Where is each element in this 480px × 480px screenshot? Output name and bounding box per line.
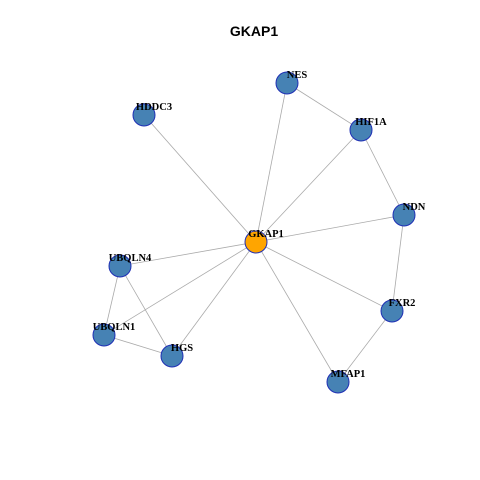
edge-nes-hif1a — [286, 82, 362, 131]
edge-gkap1-mfap1 — [255, 241, 339, 383]
node-hgs — [160, 344, 184, 368]
node-ubqln1 — [92, 323, 116, 347]
node-hddc3 — [132, 103, 156, 127]
edge-gkap1-hif1a — [255, 129, 362, 243]
node-label-ubqln1: UBQLN1 — [93, 322, 136, 333]
node-label-fxr2: FXR2 — [389, 298, 416, 309]
edge-fxr2-mfap1 — [337, 310, 393, 383]
node-gkap1 — [244, 230, 268, 254]
node-label-hgs: HGS — [171, 343, 193, 354]
edge-gkap1-hddc3 — [143, 114, 257, 243]
edge-gkap1-hgs — [171, 241, 257, 357]
node-fxr2 — [380, 299, 404, 323]
node-hif1a — [349, 118, 373, 142]
node-label-mfap1: MFAP1 — [331, 369, 366, 380]
node-nes — [275, 71, 299, 95]
node-label-hddc3: HDDC3 — [136, 102, 172, 113]
edge-ubqln1-hgs — [103, 334, 173, 357]
edge-ubqln4-ubqln1 — [103, 265, 121, 336]
node-label-ubqln4: UBQLN4 — [109, 253, 152, 264]
node-mfap1 — [326, 370, 350, 394]
edge-ubqln4-hgs — [119, 265, 173, 357]
node-label-ndn: NDN — [403, 202, 426, 213]
edge-ndn-fxr2 — [391, 214, 405, 312]
edge-gkap1-nes — [255, 82, 288, 243]
edge-gkap1-ubqln4 — [119, 241, 257, 267]
edge-gkap1-fxr2 — [255, 241, 393, 312]
edge-gkap1-ndn — [255, 214, 405, 243]
node-ndn — [392, 203, 416, 227]
node-label-gkap1: GKAP1 — [248, 229, 284, 240]
nodes-layer — [92, 71, 416, 394]
graph-title: GKAP1 — [230, 23, 278, 39]
edge-hif1a-ndn — [360, 129, 405, 216]
node-label-hif1a: HIF1A — [355, 117, 387, 128]
edges-layer — [103, 82, 405, 383]
node-label-nes: NES — [287, 70, 308, 81]
edge-gkap1-ubqln1 — [103, 241, 257, 336]
node-ubqln4 — [108, 254, 132, 278]
